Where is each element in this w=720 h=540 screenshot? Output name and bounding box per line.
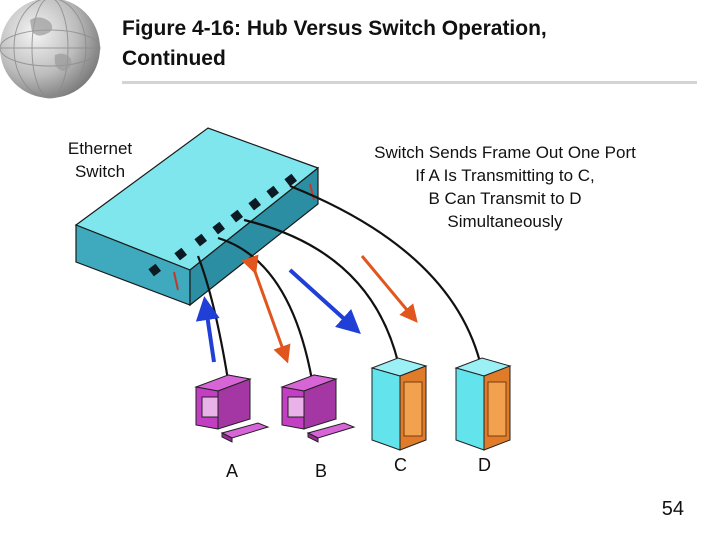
arrow-a-to-switch: [195, 296, 220, 363]
node-label-d: D: [478, 455, 491, 475]
node-label-a: A: [226, 461, 239, 481]
description-line-2: If A Is Transmitting to C,: [415, 166, 595, 185]
arrow-b-to-switch: [288, 268, 361, 335]
pc-b: [280, 374, 356, 443]
arrow-switch-to-c: [360, 255, 418, 323]
title-divider: [122, 81, 697, 84]
page-number: 54: [661, 498, 684, 520]
server-d: [454, 357, 512, 451]
ethernet-switch: [74, 127, 320, 307]
operation-description: Switch Sends Frame Out One Port If A Is …: [322, 141, 688, 233]
cable-c: [243, 218, 400, 363]
description-line-4: Simultaneously: [447, 212, 563, 231]
node-label-b: B: [315, 461, 328, 481]
server-c: [370, 357, 428, 451]
switch-label-line-1: Ethernet: [67, 139, 133, 158]
cable-d: [289, 184, 482, 363]
title-line-1: Figure 4-16: Hub Versus Switch Operation…: [122, 17, 547, 40]
slide-title: Figure 4-16: Hub Versus Switch Operation…: [122, 14, 682, 74]
switch-ports: [148, 173, 298, 277]
node-label-c: C: [394, 455, 407, 475]
pc-a: [194, 374, 270, 443]
switch-label-line-2: Switch: [74, 162, 126, 181]
arrow-switch-to-b: [241, 254, 291, 364]
globe-logo: [0, 0, 101, 99]
switch-port-face: [189, 166, 319, 307]
description-line-1: Switch Sends Frame Out One Port: [374, 143, 636, 162]
switch-label: Ethernet Switch: [48, 137, 152, 183]
title-line-2: Continued: [122, 47, 226, 70]
description-line-3: B Can Transmit to D: [428, 189, 582, 208]
